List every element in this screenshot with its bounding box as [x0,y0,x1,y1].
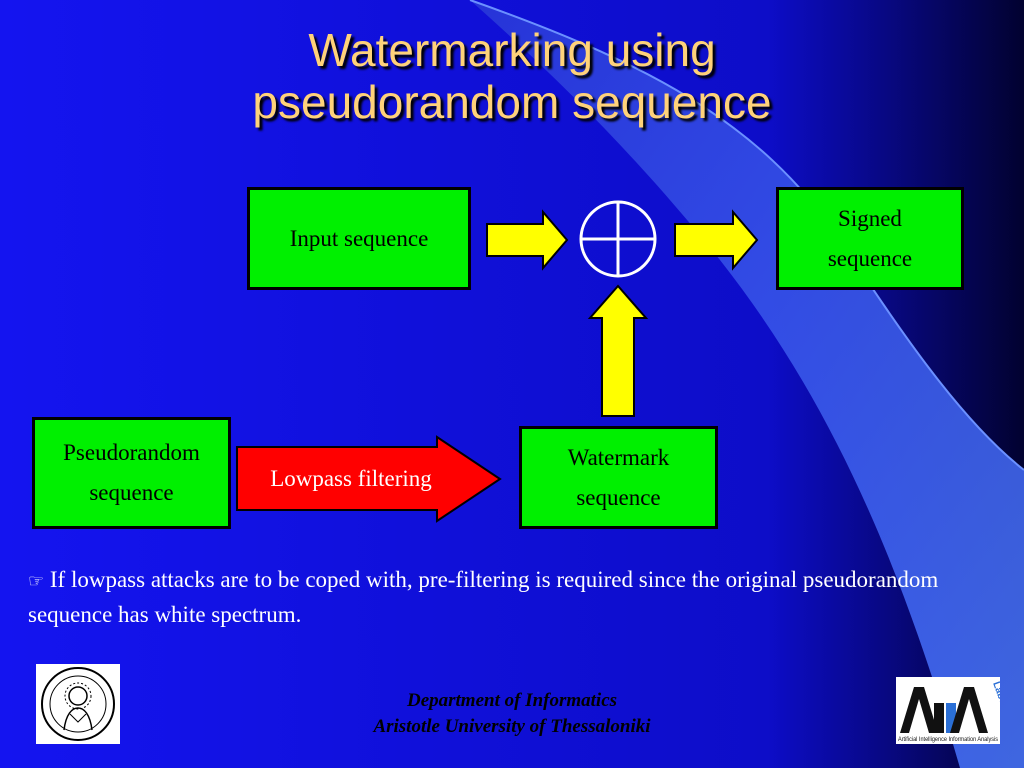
footer: Department of Informatics Aristotle Univ… [0,688,1024,740]
pseudorandom-sequence-box: Pseudorandom sequence [32,417,231,529]
note-paragraph: ☞ If lowpass attacks are to be coped wit… [28,563,1003,631]
lowpass-filtering-label: Lowpass filtering [270,466,432,491]
note-text: If lowpass attacks are to be coped with,… [28,567,939,627]
signed-sequence-label-line-1: Signed [838,205,902,231]
lowpass-filter-arrow [236,435,502,523]
pseudorandom-label-line-1: Pseudorandom [63,440,200,465]
university-seal-icon [36,664,120,744]
title-line-1: Watermarking using [308,24,716,76]
input-sequence-box: Input sequence [247,187,471,290]
pseudorandom-label-line-2: sequence [89,480,174,505]
summation-circle-icon [579,200,657,278]
watermark-sequence-box: Watermark sequence [519,426,718,529]
aiia-logo-caption: Artificial Intelligence Information Anal… [898,737,998,743]
pointing-hand-icon: ☞ [28,571,45,591]
watermark-label-line-1: Watermark [567,444,670,470]
signed-sequence-box: Signed sequence [776,187,964,290]
watermark-label-line-2: sequence [576,484,661,510]
footer-university: Aristotle University of Thessaloniki [373,716,651,737]
signed-sequence-label-line-2: sequence [827,245,913,271]
slide-title: Watermarking using pseudorandom sequence [0,24,1024,128]
input-sequence-label: Input sequence [289,225,429,251]
arrow-sum-to-signed [674,209,759,271]
aiia-laboratory-logo-icon: Laboratory Artificial Intelligence Infor… [896,677,1019,744]
arrow-watermark-to-sum [587,284,649,417]
title-line-2: pseudorandom sequence [252,76,772,128]
footer-department: Department of Informatics [406,690,618,711]
arrow-input-to-sum [486,209,569,271]
